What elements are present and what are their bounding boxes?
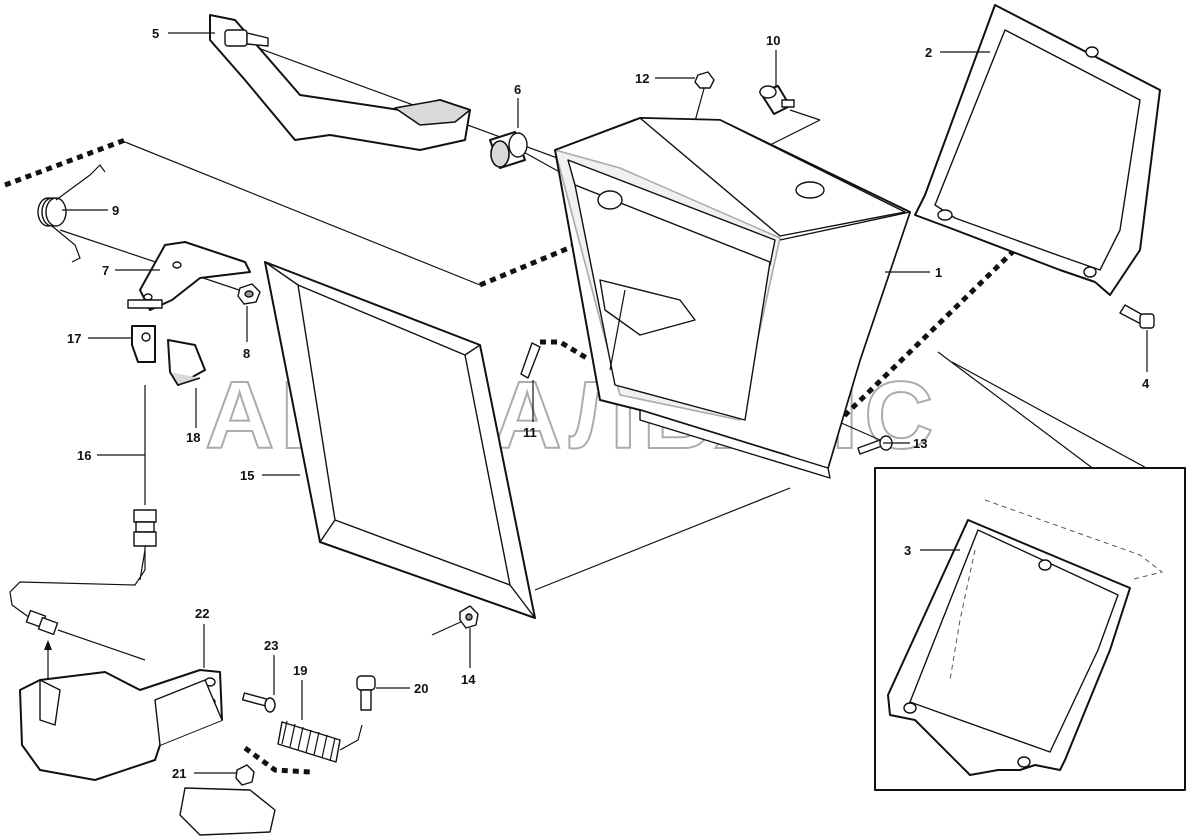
callout-5: 5 [152, 26, 159, 41]
callout-11: 11 [523, 425, 537, 440]
part-16-cable [9, 385, 157, 661]
part-12-nut [694, 71, 715, 89]
callout-12: 12 [635, 71, 649, 86]
part-4-screw [1119, 304, 1155, 329]
callout-18: 18 [186, 430, 200, 445]
part-5-pedal-arm [209, 14, 471, 151]
callout-6: 6 [514, 82, 521, 97]
callout-1: 1 [935, 265, 942, 280]
callout-15: 15 [240, 468, 254, 483]
callout-4: 4 [1142, 376, 1150, 391]
part-15-gasket-frame [264, 261, 536, 619]
part-17-clevis [127, 299, 163, 363]
part-19-return-spring [277, 720, 363, 763]
part-9-spring [37, 164, 106, 263]
callout-7: 7 [102, 263, 109, 278]
part-23-bolt [241, 692, 276, 713]
part-3-cover-plate [887, 499, 1164, 776]
dashed-connections [4, 137, 1032, 775]
part-ghost-plate [179, 787, 276, 836]
part-6-bushing [489, 131, 528, 169]
callout-10: 10 [766, 33, 780, 48]
part-11-pin [520, 342, 541, 379]
callout-8: 8 [243, 346, 250, 361]
callout-2: 2 [925, 45, 932, 60]
callout-leaders [44, 32, 1148, 774]
part-2-cover [914, 4, 1161, 296]
callout-22: 22 [195, 606, 209, 621]
part-20-screw [356, 675, 376, 711]
part-8-nut [237, 283, 261, 305]
callout-14: 14 [461, 672, 476, 687]
callout-16: 16 [77, 448, 91, 463]
callout-9: 9 [112, 203, 119, 218]
callout-labels: 1 2 3 4 5 6 7 8 9 10 11 12 13 14 15 16 1… [67, 26, 1150, 781]
callout-23: 23 [264, 638, 278, 653]
part-22-mounting-bracket [19, 669, 223, 781]
callout-21: 21 [172, 766, 186, 781]
callout-3: 3 [904, 543, 911, 558]
callout-19: 19 [293, 663, 307, 678]
callout-20: 20 [414, 681, 428, 696]
callout-13: 13 [913, 436, 927, 451]
part-1-housing [554, 117, 911, 479]
part-14-nut [459, 605, 479, 629]
detail-inset [874, 351, 1186, 791]
callout-17: 17 [67, 331, 81, 346]
part-18-clip [167, 339, 206, 386]
part-21-nut [235, 764, 255, 786]
part-10-bolt [759, 85, 795, 115]
